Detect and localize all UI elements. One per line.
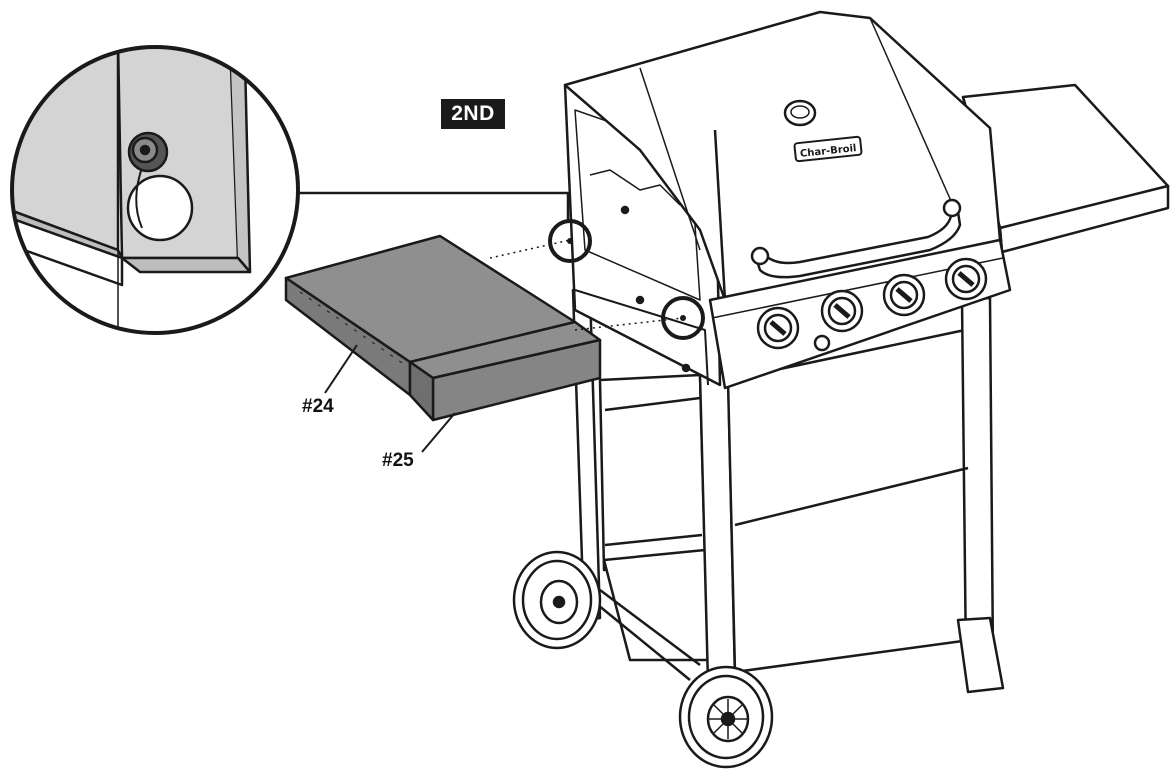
shelf-front-trim: [408, 320, 602, 422]
lower-hole-circle: [661, 296, 705, 340]
front-wheel: [678, 665, 774, 769]
control-knob-icon: [944, 257, 988, 301]
step-badge: 2ND: [441, 99, 505, 129]
rear-wheel: [512, 550, 602, 650]
temperature-gauge-icon: [783, 99, 817, 127]
control-knob-icon: [756, 306, 800, 350]
brand-logo: Char-Broil: [793, 135, 863, 163]
part-label-24: #24: [302, 396, 334, 417]
mounting-screws: [567, 238, 686, 321]
detail-connector-line: [298, 191, 570, 221]
part-label-25: #25: [382, 450, 414, 471]
detail-inset-border: [10, 45, 300, 335]
callout-leaders: [324, 344, 456, 453]
control-knob-icon: [882, 273, 926, 317]
control-knobs: [756, 257, 988, 352]
control-knob-icon: [820, 289, 864, 333]
upper-hole-circle: [548, 219, 592, 263]
grill-cart-frame: [571, 288, 1005, 694]
leader-24: [324, 344, 358, 394]
detail-inset: [10, 45, 300, 335]
mounting-hole-highlights: [548, 219, 705, 340]
igniter-button-icon: [813, 334, 831, 352]
leader-25: [421, 412, 456, 453]
lid-handle: [750, 198, 962, 279]
